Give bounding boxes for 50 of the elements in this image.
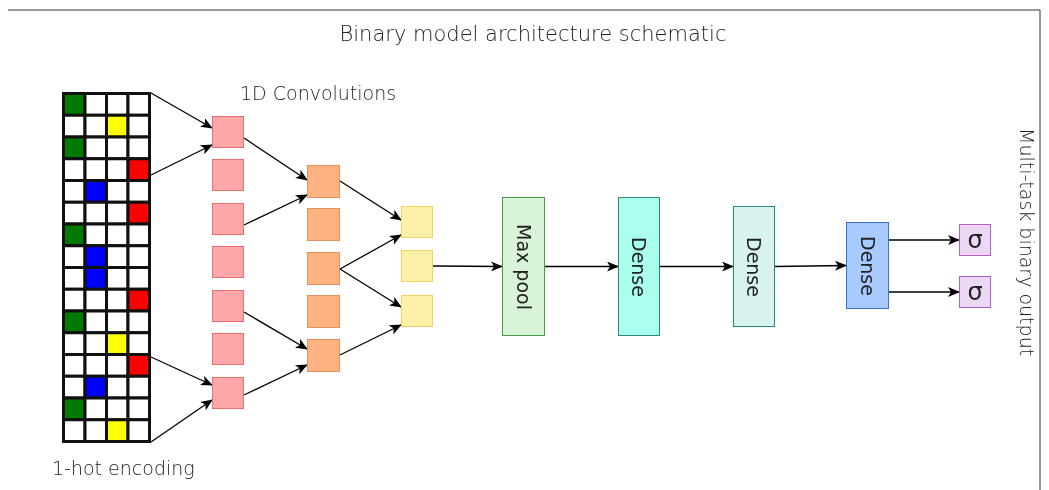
sigma-symbol: σ — [967, 226, 983, 254]
title: Binary model architecture schematic — [339, 22, 727, 46]
sigma-symbol: σ — [967, 278, 983, 306]
layer-box — [733, 206, 775, 327]
layer-box — [307, 295, 340, 328]
layer-label: Dense — [856, 235, 879, 296]
arrow — [888, 287, 960, 297]
layer-caption: 1D Convolutions — [240, 82, 397, 104]
axis-caption: Multi-task binary output — [1016, 128, 1038, 357]
arrow — [150, 144, 213, 176]
layer-box — [401, 250, 433, 282]
layer-box — [307, 339, 340, 372]
layer-box — [401, 206, 433, 238]
arrow — [339, 268, 402, 308]
layer-box — [212, 203, 244, 235]
arrow — [243, 311, 308, 350]
sigmoid-box — [959, 276, 991, 308]
layer-box — [212, 246, 244, 278]
arrow — [339, 180, 402, 221]
layer-box — [618, 197, 660, 336]
node-label: 1-hot encoding — [52, 457, 195, 479]
arrow — [659, 261, 734, 272]
layer-box — [307, 252, 340, 285]
layer-box — [212, 377, 244, 409]
arrow — [888, 235, 960, 245]
arrow — [150, 399, 213, 443]
arrow — [339, 234, 402, 270]
layer-box — [401, 295, 433, 327]
arrow — [339, 324, 402, 356]
layer-label: Max pool — [512, 223, 535, 310]
layer-box — [307, 208, 340, 241]
one-hot-grid-drawing — [62, 92, 151, 443]
layer-box — [212, 333, 244, 365]
layer-box — [502, 197, 545, 336]
arrow — [150, 356, 213, 386]
arrow — [243, 194, 308, 226]
layer-box — [846, 222, 889, 309]
layer-box — [212, 116, 244, 148]
layer-box — [212, 290, 244, 322]
layer-box — [212, 159, 244, 191]
arrow — [243, 137, 308, 181]
arrow — [150, 92, 213, 129]
layer-label: Dense — [628, 236, 650, 297]
arrow — [432, 261, 503, 272]
sigmoid-box — [959, 224, 991, 256]
arrow — [544, 261, 619, 272]
arrow — [774, 260, 847, 271]
arrow — [243, 364, 308, 396]
layer-label: Dense — [743, 236, 765, 297]
layer-box — [307, 165, 340, 198]
